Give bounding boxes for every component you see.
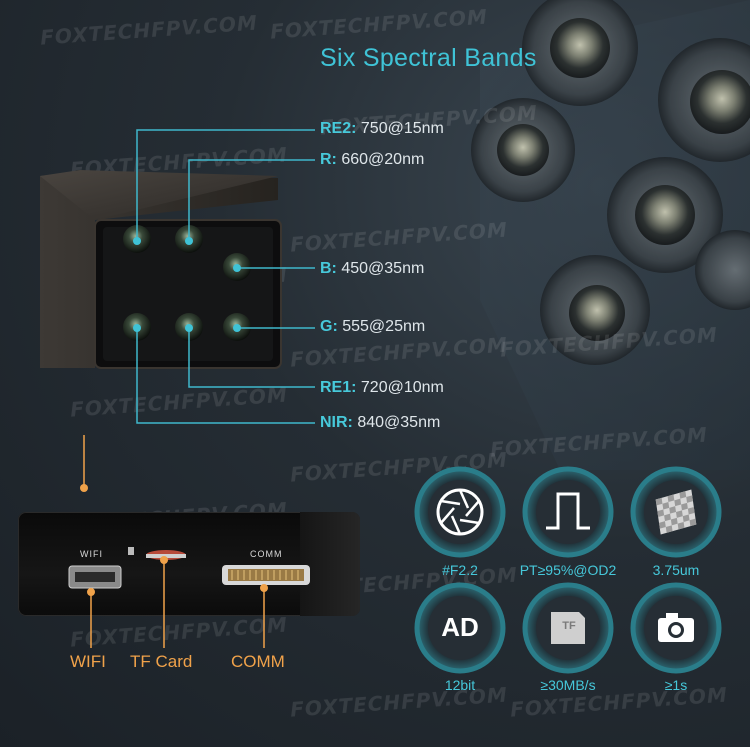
band-label-nir: NIR: 840@35nm	[320, 414, 441, 431]
feature-label-pulse: PT≥95%@OD2	[519, 562, 617, 578]
panel-wifi-text: WIFI	[80, 549, 103, 559]
page-title: Six Spectral Bands	[320, 44, 537, 72]
port-label-comm: COMM	[231, 652, 285, 671]
band-label-r: R: 660@20nm	[320, 151, 425, 168]
feature-label-aperture: #F2.2	[442, 562, 478, 578]
camera-diagram	[40, 129, 315, 492]
tf-card-icon-text: TF	[562, 620, 576, 632]
feature-label-tf-card: ≥30MB/s	[540, 677, 596, 693]
band-label-re2: RE2: 750@15nm	[320, 120, 444, 137]
port-label-tf-card: TF Card	[130, 652, 193, 671]
band-label-re1: RE1: 720@10nm	[320, 379, 444, 396]
band-label-b: B: 450@35nm	[320, 260, 425, 277]
port-panel-edge	[300, 512, 360, 616]
band-label-g: G: 555@25nm	[320, 318, 426, 335]
feature-label-camera: ≥1s	[664, 677, 688, 693]
port-diagram	[68, 547, 310, 648]
tf-card-icon	[522, 582, 614, 674]
feature-icons	[414, 466, 722, 674]
sensor-icon	[630, 466, 722, 558]
camera-icon	[630, 582, 722, 674]
feature-label-ad: 12bit	[444, 677, 476, 693]
feature-label-sensor: 3.75um	[652, 562, 700, 578]
ad-icon	[414, 582, 506, 674]
aperture-icon	[414, 466, 506, 558]
pulse-icon	[522, 466, 614, 558]
panel-comm-text: COMM	[250, 549, 283, 559]
ad-icon-text: AD	[441, 612, 479, 642]
port-label-wifi: WIFI	[70, 652, 106, 671]
